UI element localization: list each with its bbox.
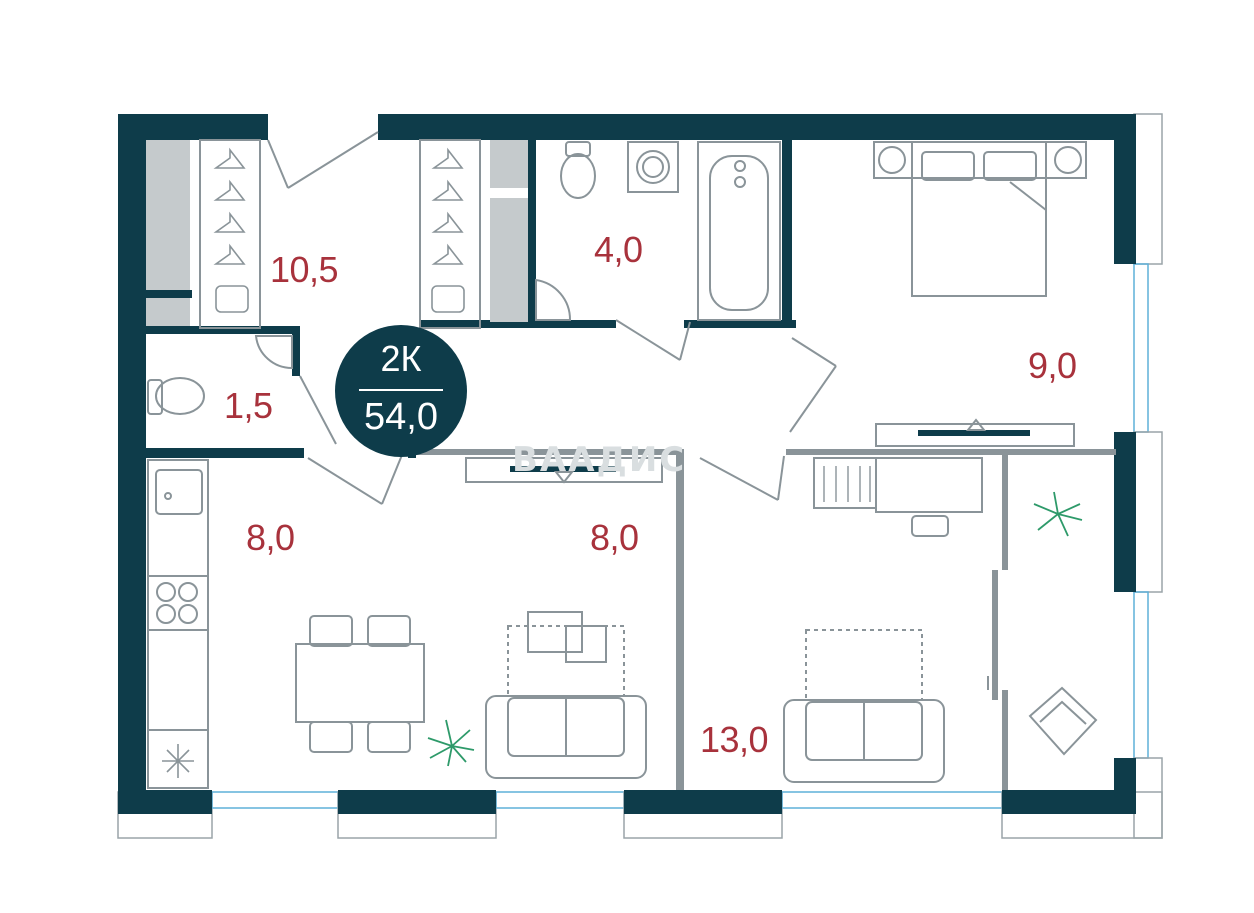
sofa-icon — [783, 629, 945, 783]
wardrobe-left — [146, 139, 261, 329]
sink-icon — [155, 469, 203, 515]
total-area: 54,0 — [364, 396, 438, 438]
watermark: ВААДИС — [512, 440, 687, 480]
bedroom-furniture — [873, 141, 1087, 447]
toilet-icon — [147, 377, 205, 415]
armchair-icon — [1028, 686, 1098, 756]
badge-divider — [359, 389, 443, 391]
partitions — [408, 449, 1116, 790]
wardrobe-right — [419, 139, 528, 329]
room-area-hall: 10,5 — [270, 249, 339, 290]
dining-table-icon — [295, 615, 425, 753]
doors — [267, 131, 837, 505]
shower-icon — [535, 278, 572, 321]
room-area-bathroom: 4,0 — [594, 229, 643, 270]
bed-icon — [873, 141, 1087, 297]
exterior-walls — [118, 114, 1136, 814]
bathroom-fixtures — [535, 141, 781, 321]
toilet-room-fixtures — [147, 335, 293, 415]
room-area-toilet: 1,5 — [224, 385, 273, 426]
desk-icon — [813, 457, 983, 537]
room-area-dining: 8,0 — [590, 517, 639, 558]
fridge-icon — [162, 744, 194, 778]
sofa-icon — [485, 611, 647, 779]
room-area-living: 13,0 — [700, 719, 769, 760]
stove-icon — [156, 582, 198, 624]
kitchen-furniture — [147, 457, 663, 789]
toilet-icon — [560, 141, 596, 199]
tv-icon — [465, 457, 663, 484]
room-area-kitchen: 8,0 — [246, 517, 295, 558]
hanger-icon — [213, 147, 249, 313]
apartment-badge: 2К 54,0 — [335, 325, 467, 457]
washing-machine-icon — [627, 141, 679, 193]
tv-icon — [875, 418, 1075, 447]
apartment-type: 2К — [380, 338, 422, 379]
hanger-icon — [431, 147, 465, 313]
living-furniture — [783, 457, 1098, 783]
bathtub-icon — [697, 141, 781, 321]
plant-icon — [427, 491, 1083, 767]
room-area-bedroom: 9,0 — [1028, 345, 1077, 386]
